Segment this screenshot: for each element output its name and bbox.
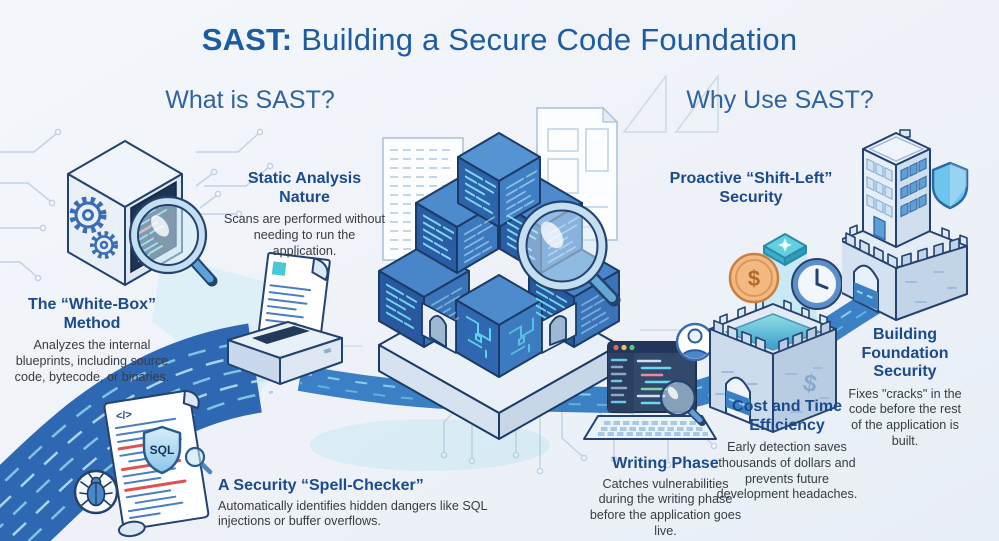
card-body: Analyzes the internal blueprints, includ… [14, 338, 170, 384]
card-heading: Static Analysis Nature [247, 170, 362, 206]
mini-magnifier-icon [184, 446, 213, 475]
tower-windows-left [866, 158, 893, 241]
platform-arches [421, 302, 577, 354]
dollar-mark: $ [748, 266, 760, 291]
page-title: SAST:Building a Secure Code Foundation [0, 22, 999, 58]
card-body: Catches vulnerabilities during the writi… [589, 476, 742, 538]
white-box-cube-icon [67, 140, 218, 287]
card-security-spell-checker: A Security “Spell-Checker” Automatically… [218, 477, 508, 530]
magnifier-icon [659, 379, 706, 426]
card-building-foundation-security: Building Foundation Security Fixes "crac… [843, 326, 967, 450]
card-writing-phase: Writing Phase Catches vulnerabilities du… [588, 455, 743, 539]
avatar [675, 322, 715, 362]
card-heading: Building Foundation Security [861, 326, 949, 381]
sql-label: SQL [150, 443, 175, 457]
chevron-decoration [622, 73, 719, 133]
tower-windows-right [900, 157, 927, 218]
maximize-dot-icon [629, 344, 635, 351]
card-heading: Proactive “Shift-Left” Security [669, 170, 833, 206]
card-body: Fixes "cracks" in the code before the re… [848, 386, 962, 448]
card-heading: The “White-Box” Method [28, 296, 156, 332]
minimize-dot-icon [621, 344, 627, 351]
bug-icon [73, 469, 119, 515]
building-icon [842, 129, 969, 321]
section-heading-why-use-sast: Why Use SAST? [686, 86, 874, 114]
card-static-analysis-nature: Static Analysis Nature Scans are perform… [222, 170, 387, 259]
title-rest: Building a Secure Code Foundation [301, 22, 798, 57]
card-body: Scans are performed without needing to r… [223, 212, 385, 258]
code-editor-icon [583, 322, 717, 440]
section-heading-what-is-sast: What is SAST? [165, 86, 335, 114]
coin-icon: $ [728, 252, 780, 304]
crenellations-back [849, 224, 968, 247]
code-blocks-illustration [378, 106, 621, 440]
card-body: Early detection saves thousands of dolla… [716, 440, 858, 502]
printer-icon [227, 252, 343, 385]
code-tag-label: </> [115, 409, 133, 423]
close-dot-icon [613, 344, 619, 351]
chip-icon [763, 233, 807, 266]
shield-badge-icon [931, 161, 969, 210]
gear-icon [69, 196, 118, 259]
card-cost-time-efficiency: Cost and Time Efficiency Early detection… [708, 398, 866, 503]
sql-shield-icon: SQL [142, 425, 213, 475]
crenellations-front [713, 319, 831, 353]
card-heading: Writing Phase [612, 455, 719, 472]
card-body: Automatically identifies hidden dangers … [218, 498, 488, 529]
card-proactive-shift-left: Proactive “Shift-Left” Security [662, 170, 840, 207]
clock-icon [791, 258, 843, 310]
castle-icon: $ $ [709, 233, 843, 433]
card-heading: Cost and Time Efficiency [732, 398, 842, 434]
keyboard-icon [583, 415, 717, 440]
card-heading: A Security “Spell-Checker” [218, 477, 424, 494]
crenellations-front [845, 232, 960, 270]
magnifier-icon [516, 200, 621, 307]
magnifier-icon [128, 195, 218, 287]
dollar-mark: $ [801, 369, 819, 398]
card-white-box-method: The “White-Box” Method Analyzes the inte… [8, 296, 176, 385]
title-prefix: SAST: [201, 22, 293, 57]
